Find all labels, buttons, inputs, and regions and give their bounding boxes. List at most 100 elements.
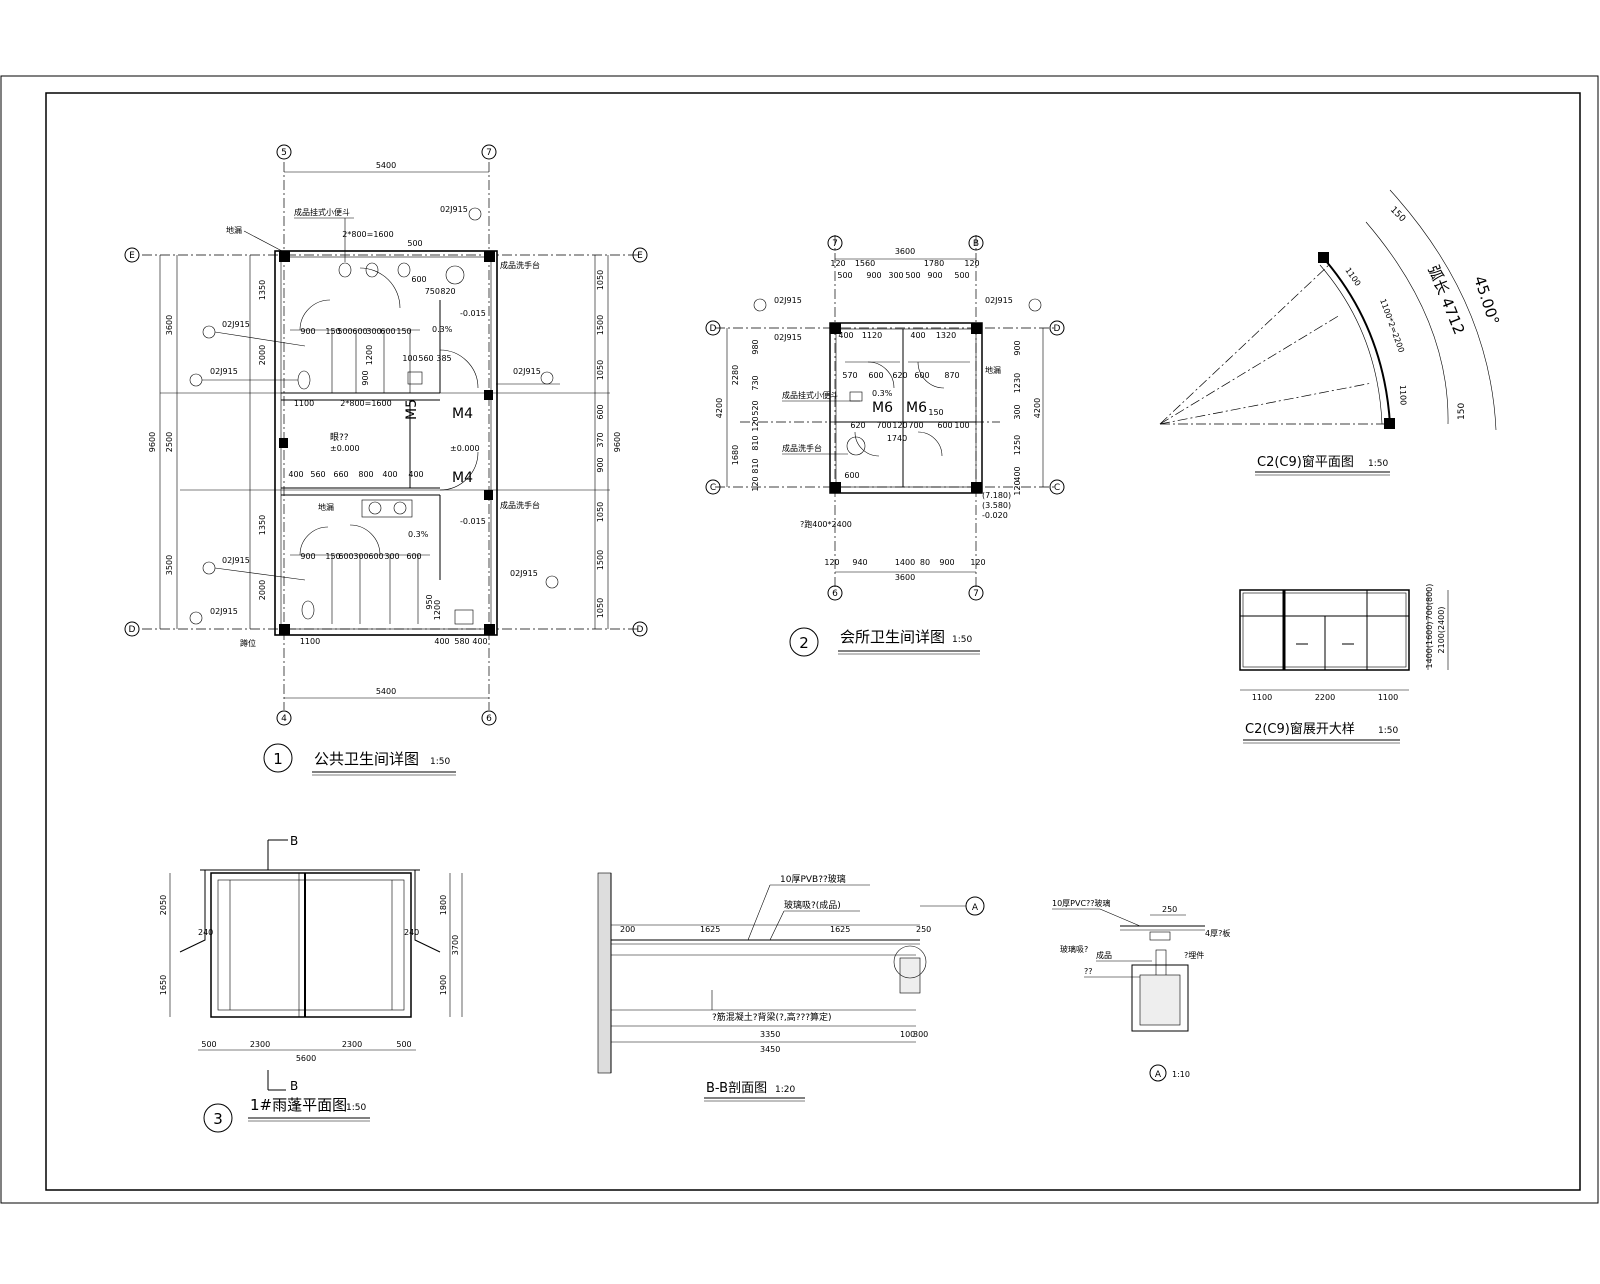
label-sink-2: 成品洗手台 bbox=[500, 500, 540, 510]
axis-label: C bbox=[710, 483, 716, 493]
label-elev: (7.180) bbox=[982, 491, 1011, 500]
label-stall: 蹲位 bbox=[240, 638, 256, 648]
dim-inner: 660 bbox=[333, 470, 348, 479]
dim-bottom: 900 bbox=[939, 558, 954, 567]
dim-right: 900 bbox=[1013, 340, 1022, 355]
bb-label-clamp: 玻璃吸?(成品) bbox=[784, 899, 841, 911]
dim-inner: 600 bbox=[914, 371, 929, 380]
dim-inner: 600 bbox=[380, 327, 395, 336]
dim-left-overall: 9600 bbox=[148, 432, 157, 452]
plan3-section-mark-bottom: B bbox=[290, 1079, 298, 1093]
label-elev-2: ±0.000 bbox=[450, 444, 480, 453]
dim-inner: 600 bbox=[868, 371, 883, 380]
dim-right: 120 bbox=[1013, 480, 1022, 495]
dim-inner: 385 bbox=[436, 354, 451, 363]
dim-inner: 1740 bbox=[887, 434, 907, 443]
dim-top: 1780 bbox=[924, 259, 944, 268]
dim-inner: 560 bbox=[310, 470, 325, 479]
detail-label-embed: ?埋件 bbox=[1184, 950, 1204, 960]
drawing-scale-c2plan: 1:50 bbox=[1368, 459, 1388, 469]
drawing-number-1: 1 bbox=[273, 750, 283, 768]
dim-top: 120 bbox=[964, 259, 979, 268]
axis-label: C bbox=[1054, 483, 1060, 493]
label-door-m5: M5 bbox=[404, 399, 420, 420]
label-elev: (3.580) bbox=[982, 501, 1011, 510]
axis-e-left-label: E bbox=[129, 251, 135, 261]
label-room: 眼?? bbox=[330, 432, 349, 443]
dim: 1650 bbox=[159, 975, 168, 995]
dim-top: 500 bbox=[954, 271, 969, 280]
dim-top: 900 bbox=[927, 271, 942, 280]
label-urinal: 成品挂式小便斗 bbox=[294, 207, 350, 217]
dim-inner: 400 bbox=[288, 470, 303, 479]
dim-right: 300 bbox=[1013, 404, 1022, 419]
dim: 3450 bbox=[760, 1045, 780, 1054]
c2-angle: 45.00° bbox=[1470, 274, 1503, 328]
dim-inner: 2*800=1600 bbox=[340, 399, 391, 408]
axis-label: D bbox=[1054, 324, 1061, 334]
dim-left-3600: 3600 bbox=[165, 315, 174, 335]
detail-label-glass: 10厚PVC??玻璃 bbox=[1052, 898, 1111, 908]
dim-elev-2100: 2100(2400) bbox=[1437, 607, 1446, 654]
axis-label: B bbox=[973, 239, 979, 249]
dim-inner: 900 bbox=[300, 327, 315, 336]
label-ref-02j915-6: 02J915 bbox=[210, 607, 238, 616]
dim-right-900: 900 bbox=[596, 457, 605, 472]
section-bb: A 10厚PVB??玻璃 玻璃吸?(成品) ?筋混凝土?背梁(?,高???算定)… bbox=[597, 872, 985, 1102]
dim-inner: 300 bbox=[384, 552, 399, 561]
detail-label-plate: 4厚?板 bbox=[1205, 928, 1230, 938]
dim-left: 2280 bbox=[731, 365, 740, 385]
axis-d-right-label: D bbox=[637, 625, 644, 635]
dim-right-overall: 9600 bbox=[613, 432, 622, 452]
dim-left: 120 bbox=[751, 476, 760, 491]
detail-label-clamp: 玻璃吸? bbox=[1060, 944, 1088, 954]
axis-5-label: 5 bbox=[281, 148, 287, 158]
dim-top: 900 bbox=[866, 271, 881, 280]
label-slope: 0.3% bbox=[872, 389, 893, 398]
drawing-title-c2elev: C2(C9)窗展开大样 bbox=[1245, 721, 1355, 737]
dim-inner: 150 bbox=[325, 327, 340, 336]
dim-top-overall: 5400 bbox=[376, 161, 396, 170]
bubble-a: A bbox=[972, 903, 979, 913]
dim: 500 bbox=[396, 1040, 411, 1049]
label-elev-1: ±0.000 bbox=[330, 444, 360, 453]
dim-right-370: 370 bbox=[596, 432, 605, 447]
axis-label: 7 bbox=[973, 589, 979, 599]
axis-7-label: 7 bbox=[486, 148, 492, 158]
dim-inner: 570 bbox=[842, 371, 857, 380]
drawing-title-3: 1#雨蓬平面图 bbox=[250, 1096, 347, 1114]
dim-bottom-overall: 3600 bbox=[895, 573, 915, 582]
dim-left: 810 bbox=[751, 435, 760, 450]
bb-label-glass: 10厚PVB??玻璃 bbox=[780, 873, 846, 885]
dim-right-overall: 4200 bbox=[1033, 398, 1042, 418]
dim-left: 980 bbox=[751, 339, 760, 354]
drawing-scale-1: 1:50 bbox=[430, 757, 450, 767]
c2-window-elevation: 1100 2200 1100 1400(1600) 700(800) 2100(… bbox=[1239, 584, 1449, 744]
dim-elev-1100a: 1100 bbox=[1252, 693, 1272, 702]
dim-bottom: 1400 bbox=[895, 558, 915, 567]
dim-inner: 120 bbox=[892, 421, 907, 430]
drawing-scale-2: 1:50 bbox=[952, 635, 972, 645]
label-elev: -0.020 bbox=[982, 511, 1008, 520]
label-urinal: 成品挂式小便斗 bbox=[782, 390, 838, 400]
dim-bottom-580: 580 bbox=[454, 637, 469, 646]
dim: 240 bbox=[404, 928, 419, 937]
dim-left: 810 bbox=[751, 458, 760, 473]
dim-inner: 100 bbox=[954, 421, 969, 430]
dim-inner: 600 bbox=[368, 552, 383, 561]
label-door-m4-upper: M4 bbox=[452, 406, 473, 422]
dim-inner: 500 bbox=[337, 327, 352, 336]
dim: 2050 bbox=[159, 895, 168, 915]
dim-inner: 1100 bbox=[294, 399, 314, 408]
drawing-number-3: 3 bbox=[213, 1110, 223, 1128]
c2-window-plan: 150 1100 1100*2=2200 1100 150 弧长 4712 45… bbox=[1159, 189, 1503, 476]
plan3-section-mark-top: B bbox=[290, 834, 298, 848]
dim-inner: 150 bbox=[928, 408, 943, 417]
dim: 5600 bbox=[296, 1054, 316, 1063]
label-ref: 02J915 bbox=[774, 296, 802, 305]
dim-c2-150a: 150 bbox=[1388, 205, 1407, 224]
label-sink: 成品洗手台 bbox=[782, 443, 822, 453]
dim: 3350 bbox=[760, 1030, 780, 1039]
dim: 300 bbox=[913, 1030, 928, 1039]
